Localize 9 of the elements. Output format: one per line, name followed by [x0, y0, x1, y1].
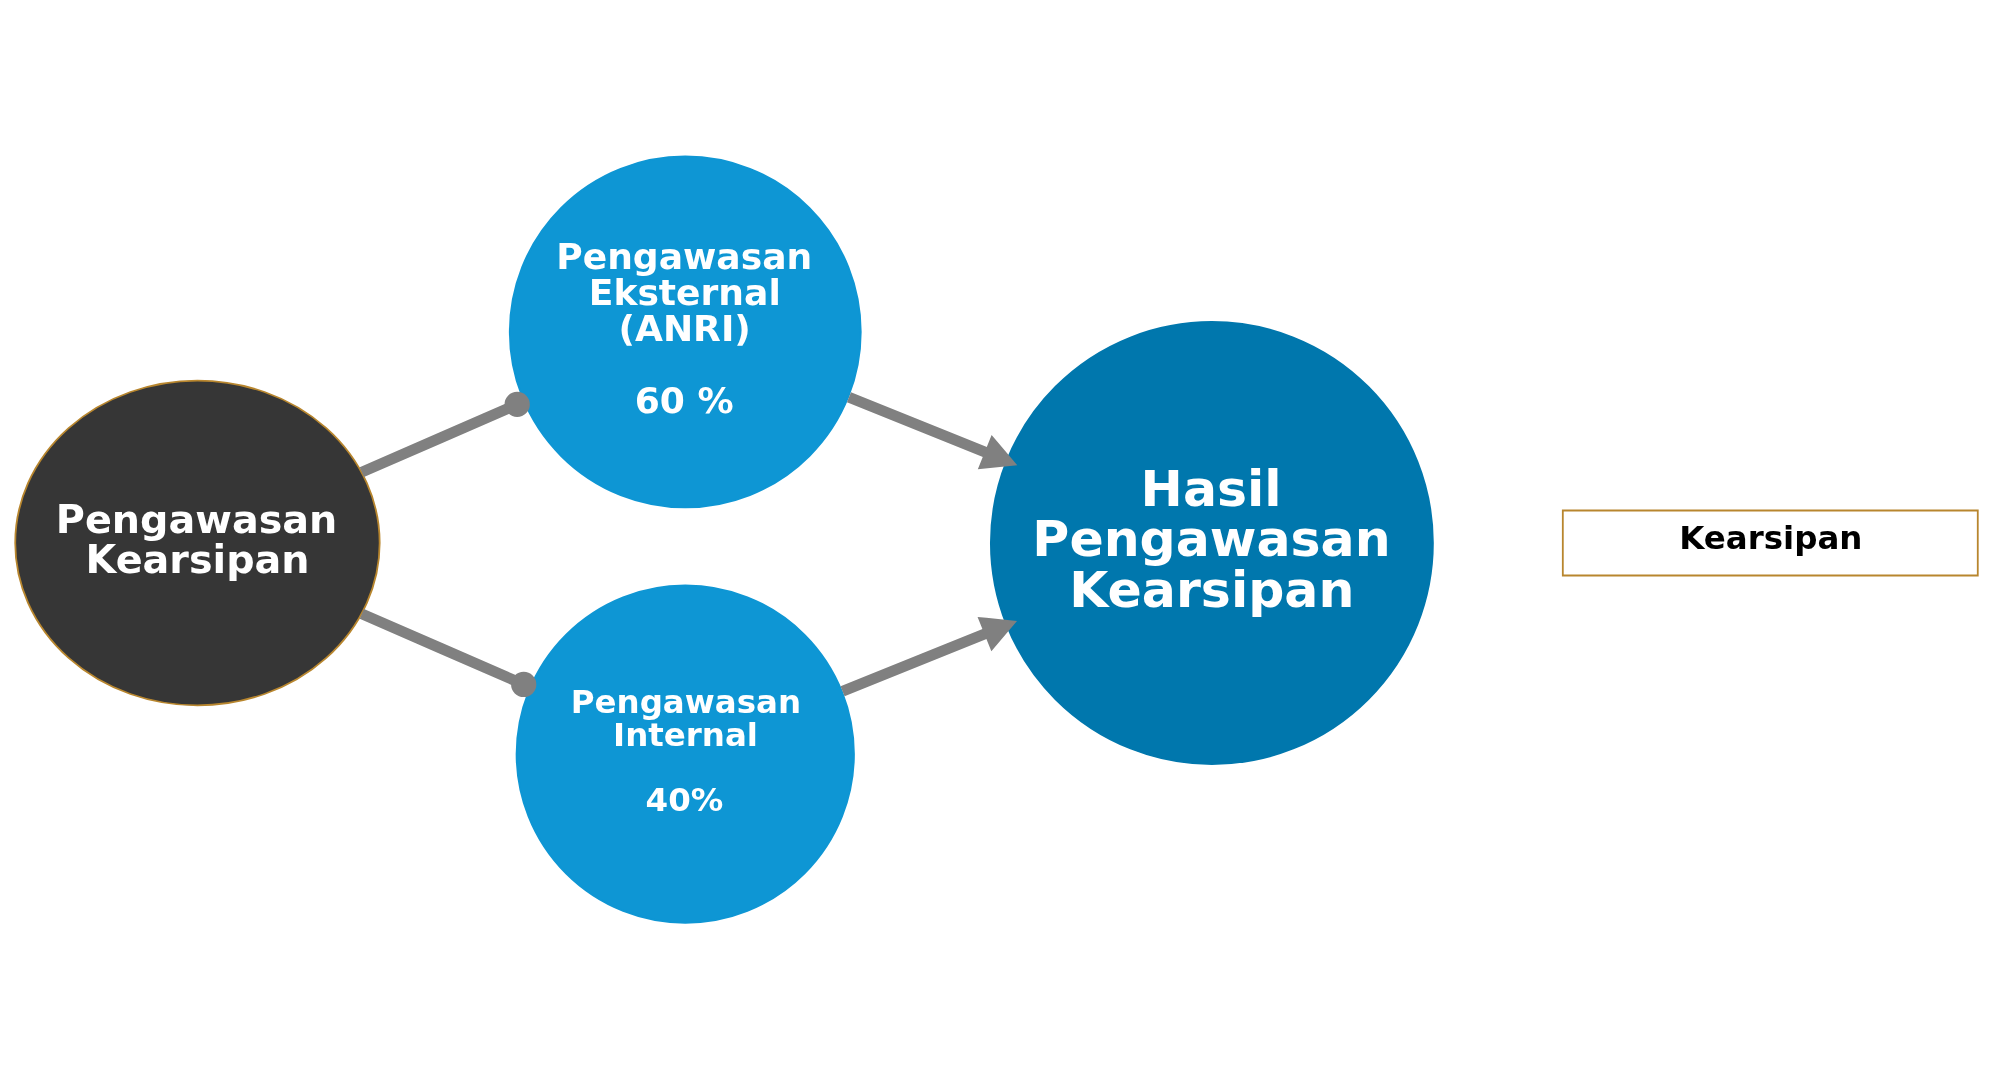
node-box: Kearsipan: [1561, 509, 1979, 577]
node-circle: Hasil Pengawasan Kearsipan: [990, 321, 1434, 765]
node-ellipse: Pengawasan Kearsipan: [14, 379, 381, 707]
arrow: [840, 616, 1018, 697]
arrow: [846, 392, 1018, 470]
node-circle: Pengawasan Internal 40%: [515, 584, 855, 924]
node-circle: Pengawasan Eksternal (ANRI) 60 %: [508, 155, 862, 509]
connector: [359, 608, 537, 698]
connector: [359, 391, 530, 478]
